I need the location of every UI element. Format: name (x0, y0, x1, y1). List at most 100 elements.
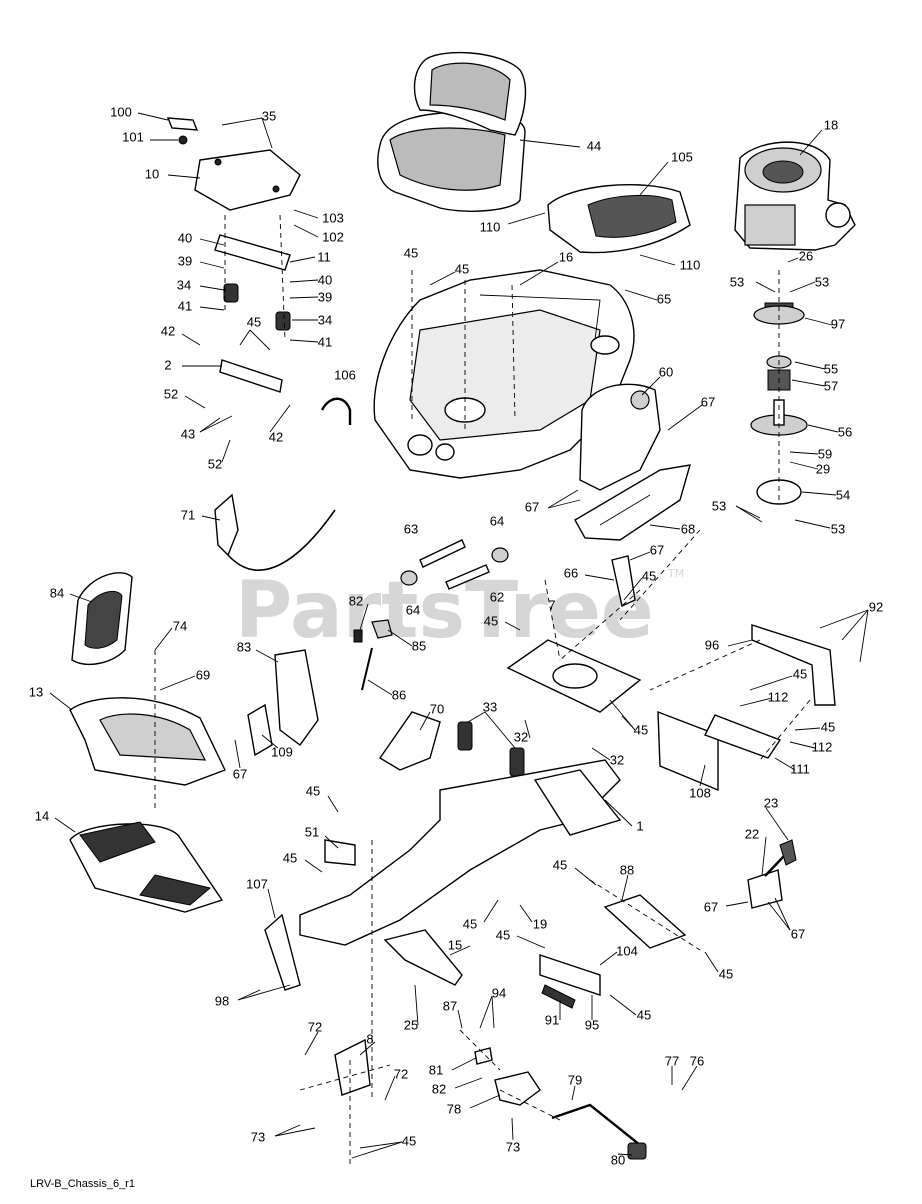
callout-69: 69 (196, 667, 210, 682)
callout-41: 41 (178, 298, 192, 313)
footer-code: LRV-B_Chassis_6_r1 (30, 1178, 135, 1190)
fuel-tank-60 (579, 383, 661, 491)
callout-39: 39 (318, 289, 332, 304)
plate-11 (214, 234, 291, 271)
callout-104: 104 (616, 943, 638, 958)
callout-94: 94 (492, 985, 506, 1000)
callout-67: 67 (701, 394, 715, 409)
callout-98: 98 (215, 993, 229, 1008)
frame-1 (299, 759, 622, 946)
leader-lines (49, 112, 869, 1159)
callout-87: 87 (443, 998, 457, 1013)
callout-11: 11 (317, 249, 331, 264)
callout-67: 67 (704, 899, 718, 914)
callout-40: 40 (318, 272, 332, 287)
spring-33b (509, 747, 525, 777)
callout-112: 112 (768, 689, 789, 704)
bar-104 (539, 954, 601, 996)
callout-35: 35 (262, 108, 276, 123)
callout-52: 52 (164, 386, 178, 401)
callout-45: 45 (283, 850, 297, 865)
callout-81: 81 (429, 1062, 443, 1077)
callout-45: 45 (642, 568, 656, 583)
callout-52: 52 (208, 456, 222, 471)
callout-73: 73 (251, 1129, 265, 1144)
mount-70 (378, 711, 441, 771)
callout-64: 64 (406, 602, 420, 617)
callout-82: 82 (432, 1081, 446, 1096)
callout-45: 45 (455, 261, 469, 276)
callout-102: 102 (322, 229, 344, 244)
pad-80 (627, 1142, 647, 1160)
callout-67: 67 (525, 499, 539, 514)
callout-95: 95 (585, 1017, 599, 1032)
plate-111 (704, 714, 782, 759)
callout-97: 97 (831, 316, 845, 331)
callout-45: 45 (821, 719, 835, 734)
callout-25: 25 (404, 1017, 418, 1032)
cable-71 (214, 493, 336, 571)
callout-45: 45 (637, 1007, 651, 1022)
callout-64: 64 (490, 513, 504, 528)
callout-8: 8 (366, 1031, 373, 1046)
callout-10: 10 (145, 166, 159, 181)
bracket-83 (274, 649, 319, 746)
callout-67: 67 (233, 766, 247, 781)
callout-42: 42 (269, 429, 283, 444)
callout-107: 107 (246, 876, 268, 891)
spring-34b (275, 311, 291, 331)
callout-78: 78 (447, 1101, 461, 1116)
callout-33: 33 (483, 699, 497, 714)
callout-57: 57 (824, 378, 838, 393)
callout-19: 19 (533, 916, 547, 931)
callout-45: 45 (402, 1133, 416, 1148)
bracket-109 (247, 703, 273, 757)
clip-100 (166, 117, 199, 131)
callout-1: 1 (636, 818, 643, 833)
callout-108: 108 (689, 785, 711, 800)
pedal-79 (551, 1103, 641, 1146)
callout-110: 110 (680, 257, 701, 272)
part-82 (353, 629, 363, 643)
callout-79: 79 (568, 1072, 582, 1087)
callout-62: 62 (490, 589, 504, 604)
callout-67: 67 (650, 542, 664, 557)
callout-84: 84 (50, 585, 64, 600)
callout-86: 86 (392, 687, 406, 702)
bracket-51 (324, 839, 356, 866)
cover-68 (574, 464, 691, 541)
callout-74: 74 (173, 618, 187, 633)
callout-7: 7 (548, 597, 555, 612)
callout-71: 71 (181, 507, 195, 522)
callout-15: 15 (448, 937, 462, 952)
callout-22: 22 (745, 826, 759, 841)
callout-45: 45 (793, 666, 807, 681)
callout-85: 85 (412, 638, 426, 653)
nut-101 (178, 135, 188, 145)
pad-91 (541, 984, 576, 1009)
callout-53: 53 (730, 274, 744, 289)
callout-82: 82 (349, 593, 363, 608)
bracket-8 (334, 1038, 371, 1096)
callout-39: 39 (178, 253, 192, 268)
callout-45: 45 (463, 916, 477, 931)
bracket-78 (494, 1071, 541, 1106)
callout-65: 65 (657, 291, 671, 306)
bracket-15 (383, 929, 463, 986)
callout-45: 45 (719, 966, 733, 981)
watermark-trademark: TM (667, 567, 684, 580)
callout-45: 45 (484, 613, 498, 628)
callout-45: 45 (553, 857, 567, 872)
assembly-lines (154, 214, 811, 1165)
callout-110: 110 (480, 219, 501, 234)
callout-44: 44 (587, 138, 601, 153)
callout-103: 103 (322, 210, 344, 225)
callout-2: 2 (164, 357, 171, 372)
callout-109: 109 (271, 744, 293, 759)
callout-105: 105 (671, 149, 693, 164)
callout-53: 53 (712, 498, 726, 513)
watermark: PartsTree (235, 566, 654, 656)
callout-14: 14 (35, 808, 49, 823)
callout-60: 60 (659, 364, 673, 379)
callout-73: 73 (506, 1139, 520, 1154)
